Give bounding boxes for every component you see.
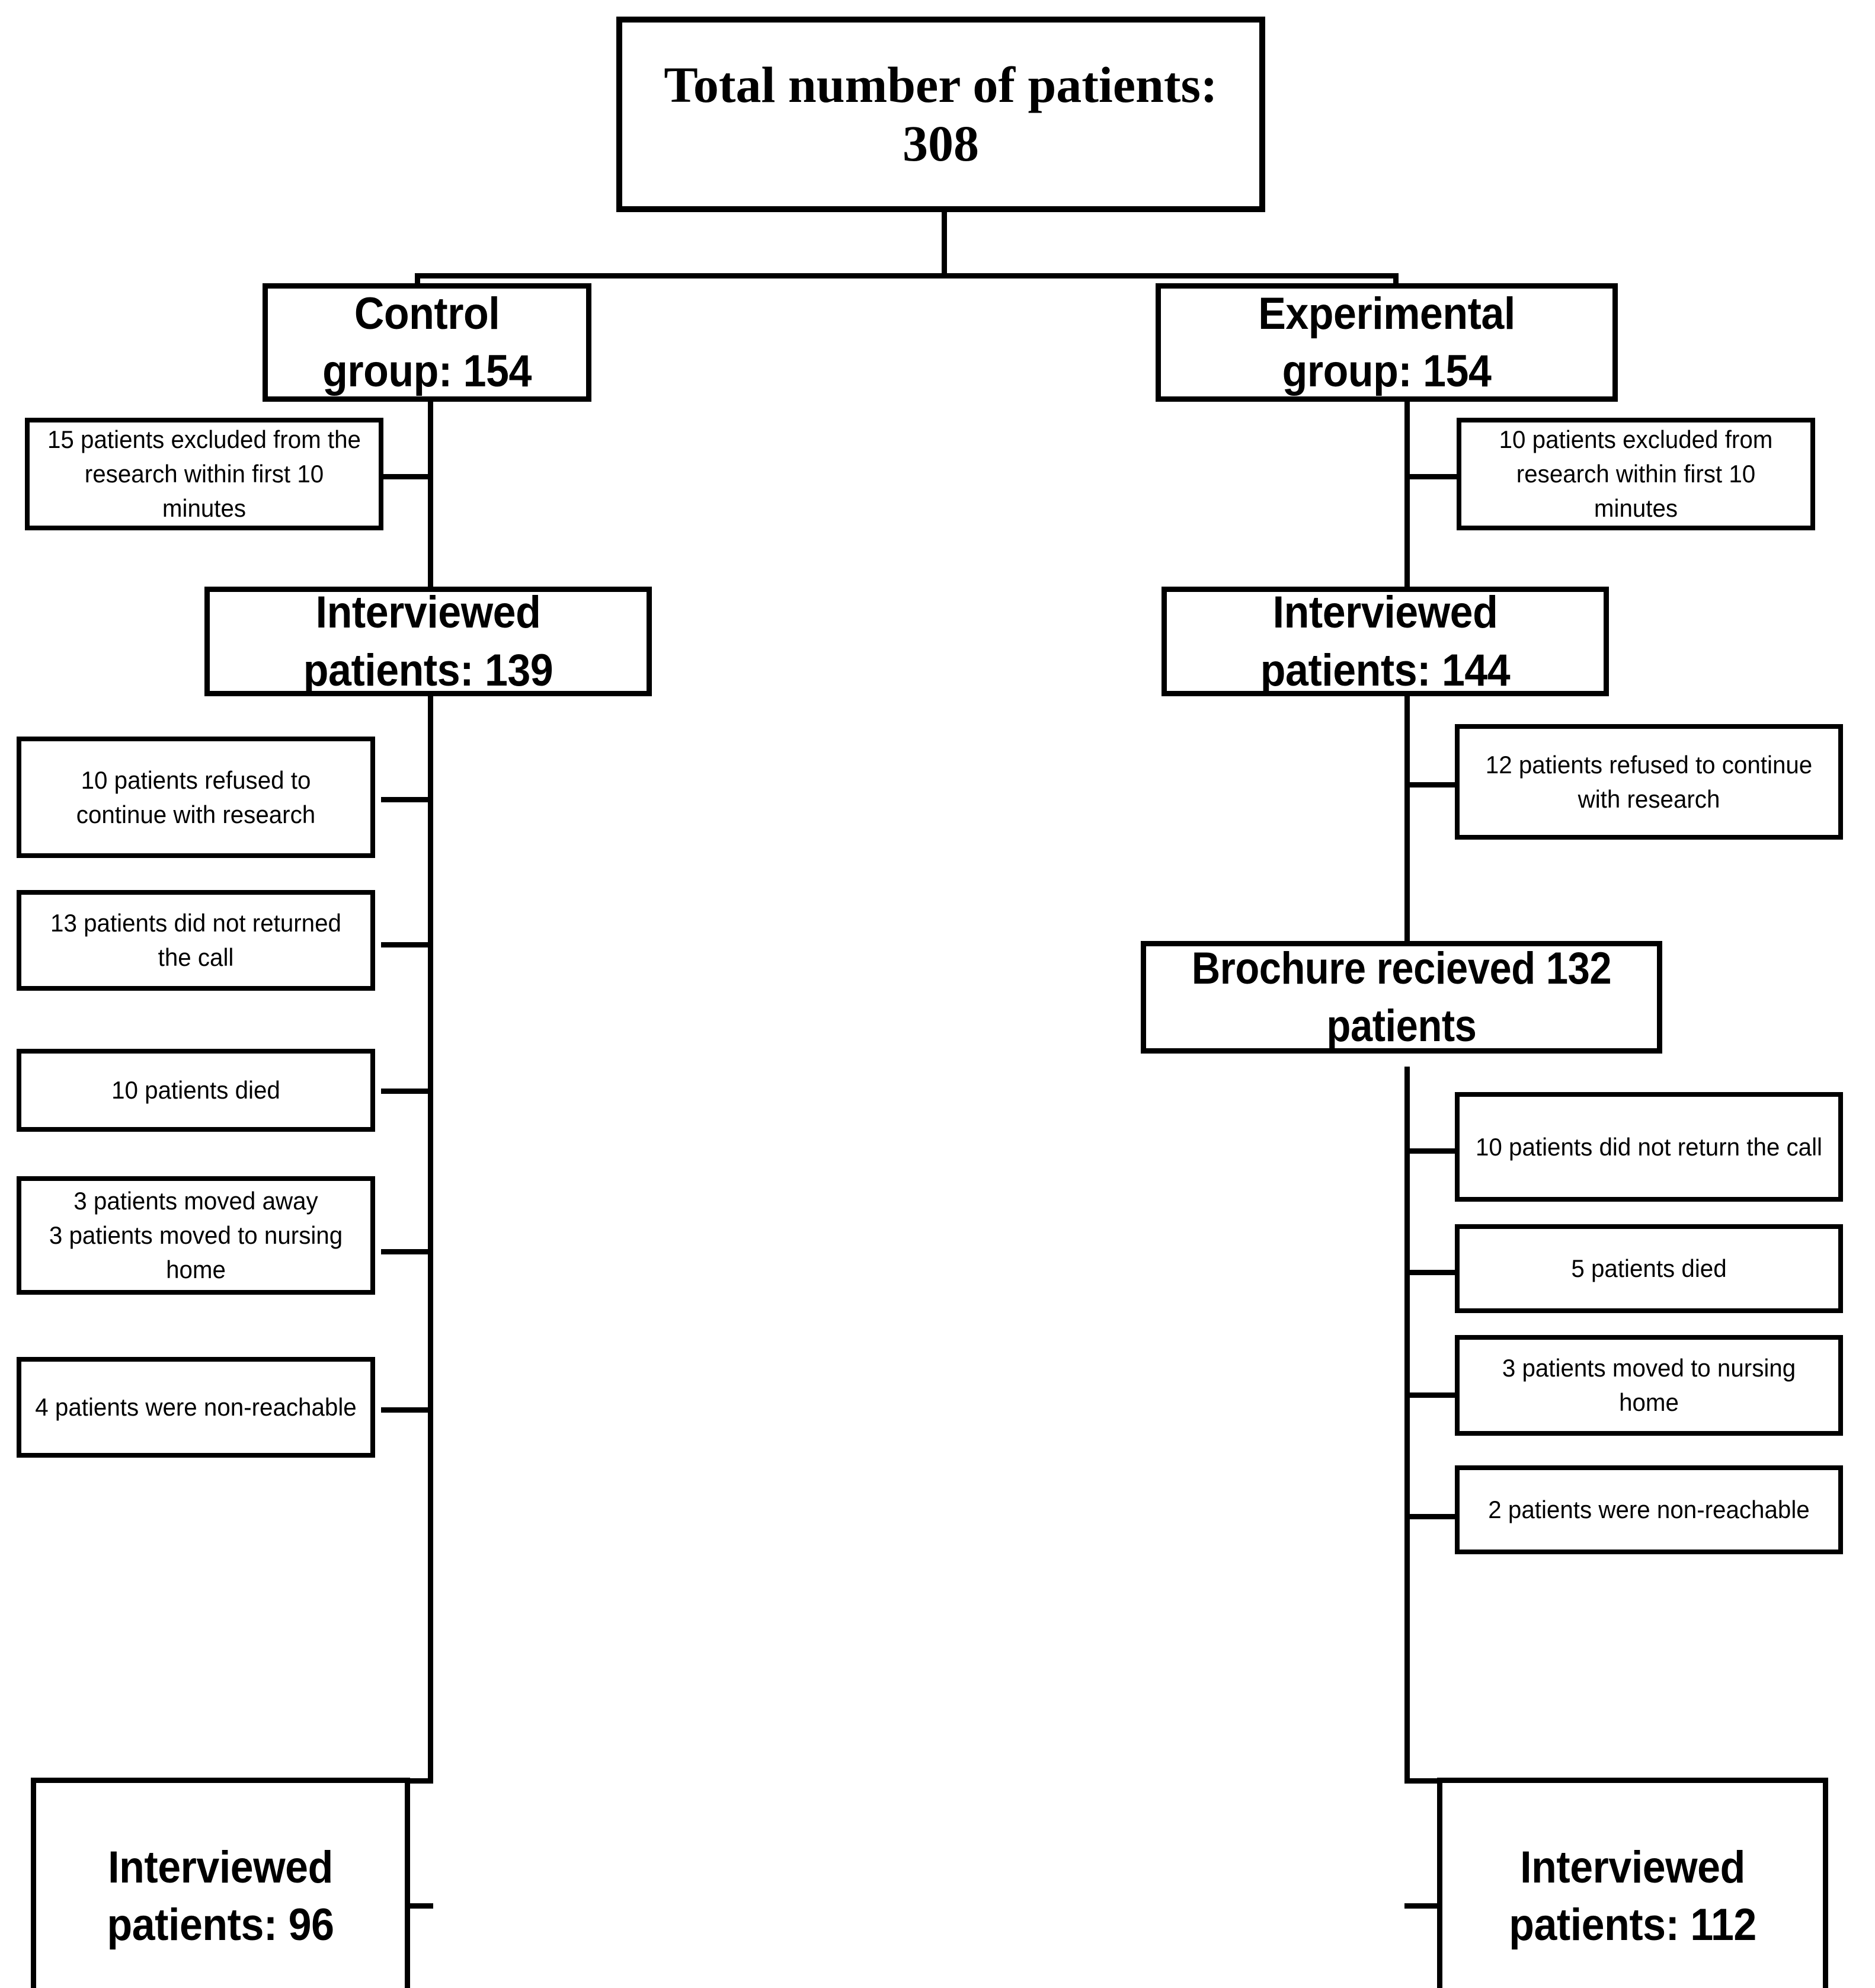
note-control-attrition-1-text: 10 patients refused to continue with res… [76, 766, 316, 828]
node-brochure-received[interactable]: Brochure recieved 132 patients [1141, 941, 1662, 1054]
note-experimental-attrition-4-text: 3 patients moved to nursing home [1502, 1354, 1796, 1416]
connector-right-attrition-stub-1 [1404, 782, 1459, 787]
node-experimental-interviewed-first-line1: Interviewed [1272, 587, 1498, 638]
node-control-interviewed-final-line1: Interviewed [108, 1842, 333, 1893]
note-control-exclusion[interactable]: 15 patients excluded from the research w… [25, 418, 383, 530]
connector-left-attrition-stub-5 [381, 1407, 431, 1413]
note-control-attrition-4-line1: 3 patients moved away [73, 1187, 318, 1215]
node-experimental-interviewed-first[interactable]: Interviewed patients: 144 [1162, 587, 1609, 696]
note-experimental-attrition-3[interactable]: 5 patients died [1455, 1224, 1843, 1313]
node-experimental-interviewed-first-line2: patients: 144 [1260, 645, 1511, 696]
node-total-patients[interactable]: Total number of patients: 308 [616, 17, 1265, 212]
note-control-attrition-2-text: 13 patients did not returned the call [50, 909, 341, 971]
node-experimental-group-line1: Experimental [1258, 288, 1515, 339]
node-experimental-interviewed-final-line1: Interviewed [1520, 1842, 1745, 1893]
note-control-attrition-3-text: 10 patients died [111, 1076, 280, 1105]
node-experimental-interviewed-final[interactable]: Interviewed patients: 112 [1437, 1778, 1828, 1988]
connector-left-exclusion-stub [381, 474, 431, 479]
connector-root-stem [942, 211, 947, 276]
note-experimental-exclusion[interactable]: 10 patients excluded from research withi… [1457, 418, 1815, 530]
node-control-interviewed-first-line2: patients: 139 [303, 645, 553, 696]
note-experimental-attrition-4[interactable]: 3 patients moved to nursing home [1455, 1335, 1843, 1436]
node-brochure-received-line1: Brochure recieved 132 [1191, 943, 1612, 994]
connector-left-attrition-stub-4 [381, 1249, 431, 1254]
connector-right-spine-3 [1404, 1067, 1410, 1784]
connector-right-spine-1 [1404, 400, 1410, 598]
note-experimental-attrition-2-text: 10 patients did not return the call [1475, 1132, 1822, 1161]
node-control-interviewed-first[interactable]: Interviewed patients: 139 [204, 587, 652, 696]
connector-right-spine-2 [1404, 690, 1410, 985]
note-experimental-attrition-1-text: 12 patients refused to continue with res… [1485, 750, 1813, 813]
note-experimental-attrition-2[interactable]: 10 patients did not return the call [1455, 1092, 1843, 1202]
connector-right-attrition-stub-3 [1404, 1270, 1459, 1275]
note-control-attrition-3[interactable]: 10 patients died [17, 1049, 375, 1132]
node-control-interviewed-first-line1: Interviewed [315, 587, 541, 638]
node-experimental-group-line2: group: 154 [1282, 346, 1492, 396]
note-control-attrition-2[interactable]: 13 patients did not returned the call [17, 890, 375, 991]
node-control-group-line2: group: 154 [322, 346, 532, 396]
connector-right-spine-jog [1404, 1778, 1463, 1784]
connector-root-split [415, 273, 1399, 278]
note-experimental-attrition-5-text: 2 patients were non-reachable [1488, 1496, 1810, 1524]
note-control-attrition-4[interactable]: 3 patients moved away 3 patients moved t… [17, 1176, 375, 1295]
note-experimental-attrition-3-text: 5 patients died [1571, 1254, 1727, 1283]
node-control-interviewed-final-line2: patients: 96 [107, 1900, 334, 1950]
connector-left-attrition-stub-3 [381, 1089, 431, 1094]
connector-left-attrition-stub-2 [381, 942, 431, 947]
node-control-group[interactable]: Control group: 154 [263, 283, 591, 402]
connector-left-attrition-stub-1 [381, 797, 431, 802]
note-control-attrition-5-text: 4 patients were non-reachable [35, 1393, 357, 1422]
note-control-exclusion-text: 15 patients excluded from the research w… [47, 425, 361, 522]
connector-right-spine-jog-end [1404, 1903, 1463, 1909]
connector-right-attrition-stub-4 [1404, 1392, 1459, 1398]
note-control-attrition-4-line2: 3 patients moved to nursing home [49, 1221, 343, 1283]
connector-right-attrition-stub-5 [1404, 1514, 1459, 1519]
note-control-attrition-5[interactable]: 4 patients were non-reachable [17, 1357, 375, 1458]
connector-right-attrition-stub-2 [1404, 1148, 1459, 1154]
node-experimental-interviewed-final-line2: patients: 112 [1509, 1900, 1756, 1950]
connector-left-spine-1 [428, 400, 433, 598]
node-control-interviewed-final[interactable]: Interviewed patients: 96 [31, 1778, 410, 1988]
note-control-attrition-1[interactable]: 10 patients refused to continue with res… [17, 737, 375, 858]
node-total-patients-line1: Total number of patients: [664, 56, 1218, 114]
note-experimental-exclusion-text: 10 patients excluded from research withi… [1499, 425, 1773, 522]
connector-left-spine-2 [428, 690, 433, 1784]
node-experimental-group[interactable]: Experimental group: 154 [1156, 283, 1618, 402]
node-total-patients-line2: 308 [903, 115, 979, 172]
node-control-group-line1: Control [354, 288, 500, 339]
note-experimental-attrition-1[interactable]: 12 patients refused to continue with res… [1455, 724, 1843, 840]
note-experimental-attrition-5[interactable]: 2 patients were non-reachable [1455, 1465, 1843, 1554]
connector-right-exclusion-stub [1404, 474, 1459, 479]
node-brochure-received-line2: patients [1326, 1001, 1477, 1051]
